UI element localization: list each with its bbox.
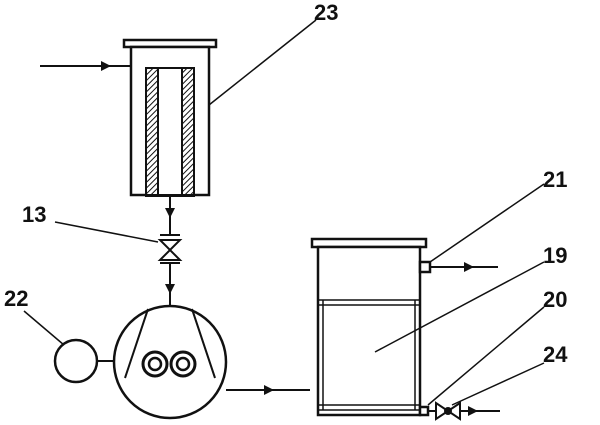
leader-line-13 (54, 221, 159, 243)
leader-line-23 (208, 19, 317, 106)
leader-line-20 (427, 306, 545, 406)
leader-line-22 (23, 310, 65, 346)
label-13: 13 (22, 202, 46, 227)
tank-body (316, 245, 422, 417)
gear-pump (112, 304, 228, 420)
leader-line-21 (429, 183, 545, 263)
filter-element-core (157, 67, 183, 197)
outlet-port (418, 260, 432, 274)
tank (310, 237, 428, 417)
gear-left-icon (141, 350, 169, 378)
drain-valve (435, 401, 461, 421)
flow-arrow-icon (468, 406, 478, 416)
flow-arrow-icon (165, 284, 175, 294)
gear-right-icon (169, 350, 197, 378)
inlet-arrow-icon (101, 61, 111, 71)
flow-arrow-icon (165, 208, 175, 218)
valve-icon (435, 401, 450, 421)
label-20: 20 (543, 287, 567, 312)
label-21: 21 (543, 167, 567, 192)
flow-arrow-icon (264, 385, 274, 395)
flow-arrow-icon (464, 262, 474, 272)
label-22: 22 (4, 286, 28, 311)
drain-port (418, 405, 430, 417)
label-24: 24 (543, 342, 568, 367)
leader-line-24 (451, 362, 545, 406)
motor (53, 338, 99, 384)
cartridge-filter (40, 38, 218, 197)
label-19: 19 (543, 243, 567, 268)
leader-line-19 (374, 261, 545, 353)
check-valve-icon (157, 239, 183, 252)
check-valve (157, 234, 183, 264)
label-23: 23 (314, 0, 338, 25)
